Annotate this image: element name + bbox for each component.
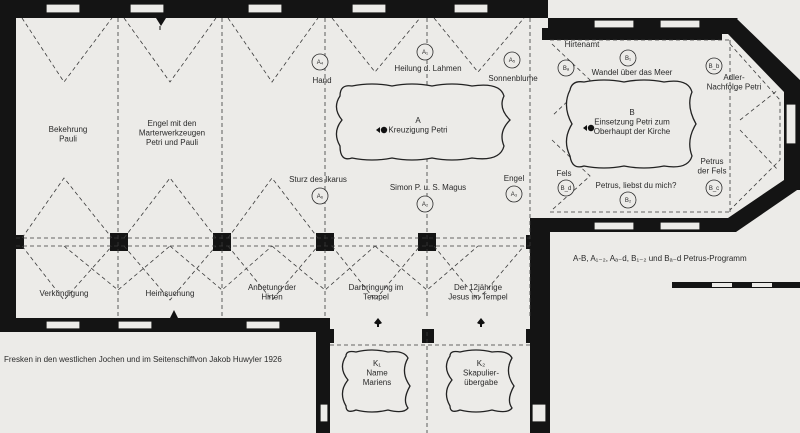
label-fels: Fels [556, 169, 571, 178]
scale-bar [672, 282, 800, 288]
label-heimsuchung: Heimsuchung [146, 289, 195, 298]
label-heimsuchung-line: Heimsuchung [146, 289, 195, 298]
marker-a3 [505, 185, 523, 203]
label-engel-marter-line: Petri und Pauli [146, 138, 198, 147]
legend-text: A-B, A₁₋₂, Aₐ₋d, B₁₋₂ und Bₐ₋d Petrus-Pr… [573, 254, 747, 263]
label-liebst: Petrus, liebst du mich? [596, 181, 677, 190]
label-engel-marter-line: Marterwerkzeugen [139, 129, 205, 138]
circle-labels: A₄ A₁ A₅ A₆ A₂ A₃ Bₐ B₁ B_b B_d B₂ B_c [317, 50, 720, 208]
label-engel-marter-line: Engel mit den [148, 119, 197, 128]
label-k2-line: übergabe [464, 378, 498, 387]
marker-bc [705, 179, 723, 197]
marker-a5-text: A₅ [509, 58, 516, 64]
marker-a2-text: A₂ [422, 202, 429, 208]
marker-ba [557, 59, 575, 77]
frame-k2 [445, 349, 515, 413]
marker-a1-text: A₁ [422, 50, 428, 56]
label-heilung: Heilung d. Lahmen [394, 64, 461, 73]
marker-ba-text: Bₐ [563, 66, 570, 72]
label-anbetung-line: Hirten [261, 293, 282, 302]
marker-a5 [503, 51, 521, 69]
label-einsetzung-line: Oberhaupt der Kirche [594, 127, 671, 136]
label-bekehrung-line: Pauli [59, 135, 77, 144]
label-engel: Engel [504, 174, 525, 183]
fresco-frames [335, 79, 697, 413]
label-darbringung-line: Tempel [363, 293, 389, 302]
marker-b2 [619, 191, 637, 209]
marker-b1-text: B₁ [625, 56, 631, 62]
piers [10, 233, 540, 343]
label-verkuendigung: Verkündigung [40, 289, 89, 298]
label-petrus-fels-line: der Fels [698, 167, 727, 176]
label-k1-line: Mariens [363, 378, 391, 387]
label-petrus-fels-line: Petrus [700, 157, 723, 166]
label-sonnenblume: Sonnenblume [488, 74, 538, 83]
windows [45, 3, 797, 423]
frame-k1 [341, 349, 411, 413]
label-hirtenamt: Hirtenamt [565, 40, 600, 49]
label-bekehrung-line: Bekehrung [49, 125, 88, 134]
frame-b [565, 79, 697, 169]
marker-a4 [311, 53, 329, 71]
label-wandel: Wandel über das Meer [592, 68, 673, 77]
marker-a2 [416, 195, 434, 213]
marker-a6-text: A₆ [317, 194, 324, 200]
label-verkuendigung-line: Verkündigung [40, 289, 89, 298]
label-einsetzung-line: Einsetzung Petri zum [594, 118, 670, 127]
marker-a3-text: A₃ [511, 192, 518, 198]
label-k2-line: K₂ [477, 359, 485, 368]
frame-a [335, 83, 511, 161]
label-zwoelfjaehrige-line: Der 12jährige [454, 283, 503, 292]
marker-a1 [416, 43, 434, 61]
label-kreuzigung-line: A [415, 116, 421, 125]
marker-a6 [311, 187, 329, 205]
label-anbetung-line: Anbetung der [248, 283, 296, 292]
label-simon: Simon P. u. S. Magus [390, 183, 466, 192]
label-kreuzigung-line: Kreuzigung Petri [388, 126, 447, 135]
label-adler-line: Nachfolge Petri [707, 83, 762, 92]
marker-bb-text: B_b [709, 64, 720, 70]
door-icon [156, 18, 178, 318]
label-darbringung-line: Darbringung im [349, 283, 404, 292]
label-einsetzung-line: B [629, 108, 634, 117]
label-adler: Adler-Nachfolge Petri [707, 73, 762, 92]
marker-b2-text: B₂ [625, 198, 632, 204]
marker-bc-text: B_c [709, 186, 719, 192]
label-k1-line: K₁ [373, 359, 381, 368]
marker-bd [557, 179, 575, 197]
marker-a4-text: A₄ [317, 60, 324, 66]
label-sturz: Sturz des Ikarus [289, 175, 347, 184]
label-hand: Hand [312, 76, 331, 85]
spade-icon [374, 318, 485, 327]
caption-text: Fresken in den westlichen Jochen und im … [4, 355, 282, 364]
label-zwoelfjaehrige-line: Jesus im Tempel [448, 293, 508, 302]
marker-bd-text: B_d [561, 186, 572, 192]
label-adler-line: Adler- [723, 73, 745, 82]
circle-markers [311, 43, 723, 213]
vault-lines [16, 17, 781, 433]
label-k1-line: Name [366, 369, 388, 378]
marker-b1 [619, 49, 637, 67]
eye-icon [376, 124, 595, 134]
label-k2-line: Skapulier- [463, 369, 499, 378]
marker-bb [705, 57, 723, 75]
